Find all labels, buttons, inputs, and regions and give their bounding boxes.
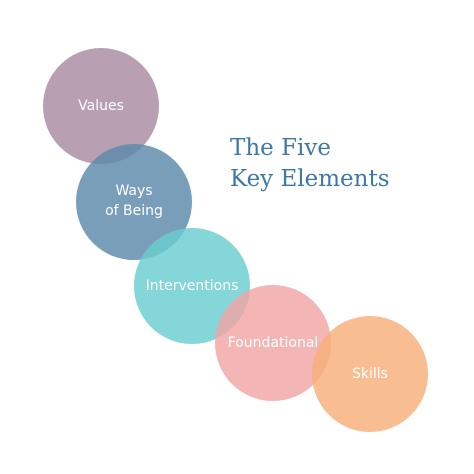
label-values: Values [78,98,124,114]
circle-foundational [215,285,331,401]
diagram-title: The Five Key Elements [230,133,390,195]
label-foundational: Foundational [227,335,319,351]
title-line-2: Key Elements [230,166,390,192]
label-skills: Skills [352,366,388,382]
circle-skills [312,316,428,432]
label-ways-of-being: Ways of Being [105,183,163,219]
title-line-1: The Five [230,135,331,161]
label-interventions: Interventions [145,278,239,294]
